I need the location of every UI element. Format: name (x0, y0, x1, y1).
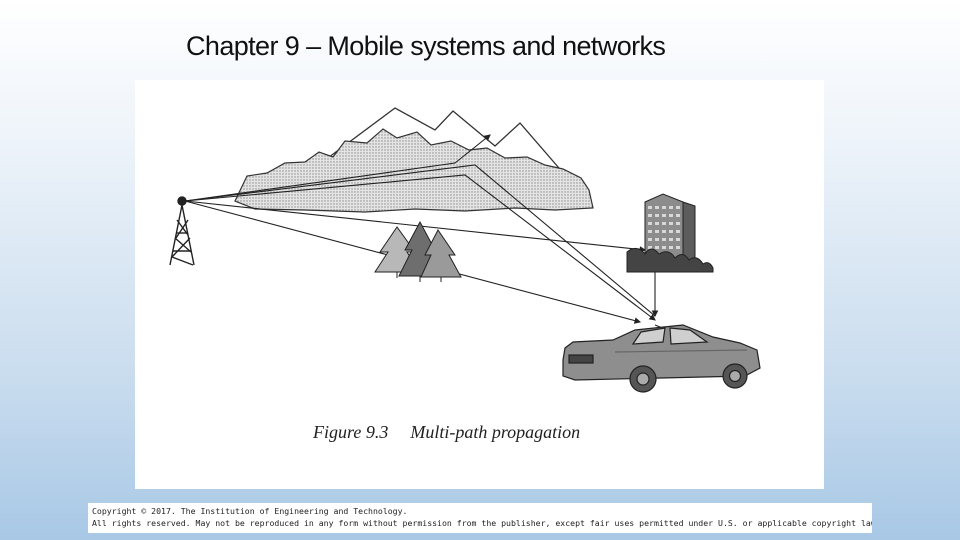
copyright-line-1: Copyright © 2017. The Institution of Eng… (92, 506, 408, 516)
tower-icon (169, 196, 195, 266)
building-icon (626, 193, 714, 273)
figure-caption: Figure 9.3 Multi-path propagation (313, 422, 580, 446)
copyright-line-2: All rights reserved. May not be reproduc… (92, 517, 872, 528)
figure-number: Figure 9.3 (313, 422, 389, 442)
slide-title: Chapter 9 – Mobile systems and networks (186, 31, 666, 61)
figure-caption-text: Multi-path propagation (410, 422, 581, 442)
mountain-icon (234, 107, 594, 213)
copyright-notice: Copyright © 2017. The Institution of Eng… (88, 503, 872, 533)
figure-panel: Figure 9.3 Multi-path propagation (135, 80, 824, 489)
car-icon (562, 324, 761, 393)
multipath-diagram (169, 107, 761, 393)
trees-icon (374, 220, 462, 282)
